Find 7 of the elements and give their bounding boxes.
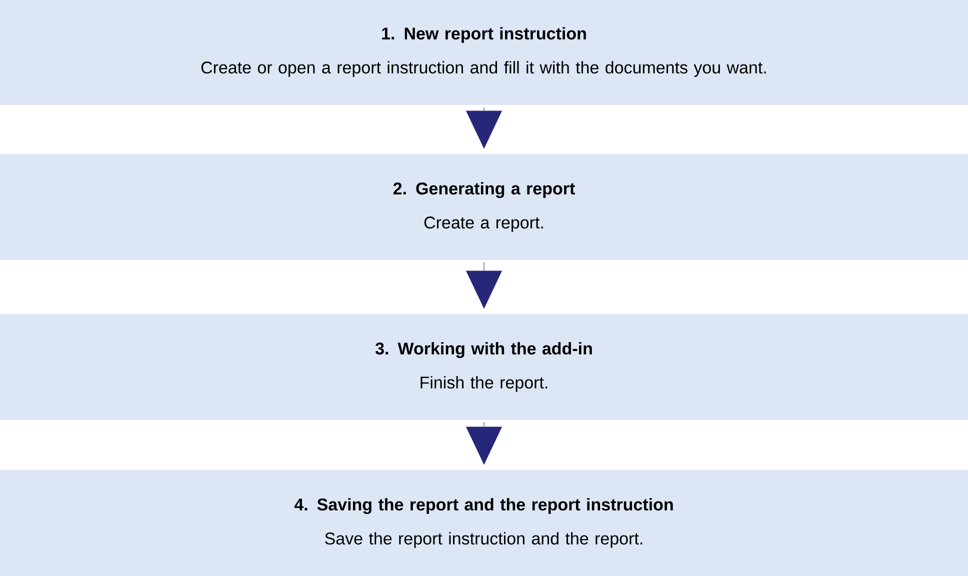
process-box: 3. Working with the add-in Finish the report. [0, 314, 968, 420]
process-box: 2. Generating a report Create a report. [0, 154, 968, 260]
arrow [466, 106, 502, 148]
arrow [466, 262, 502, 308]
process-box: 4. Saving the report and the report instruction Save the report instruction and the report. [0, 470, 968, 576]
process-box: 1. New report instruction Create or open a report instruction and fill it with the documents you want. [0, 0, 968, 105]
arrow [466, 422, 502, 464]
